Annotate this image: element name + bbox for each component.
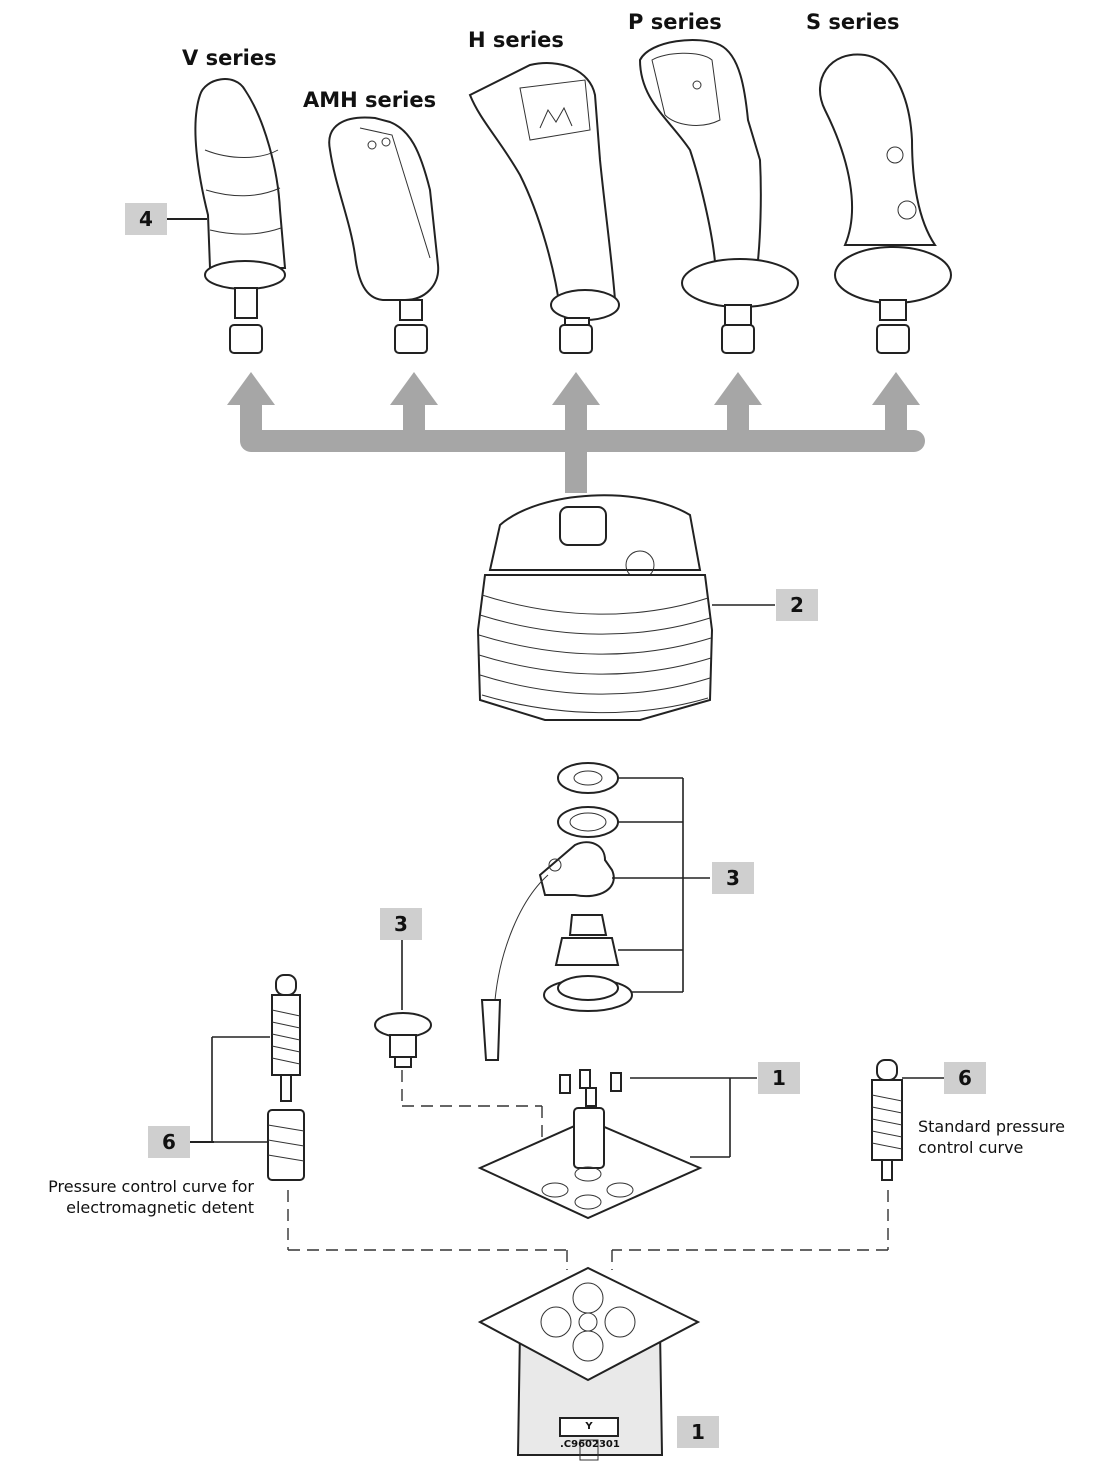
top-plate: [477, 1069, 757, 1220]
h-series-title: H series: [468, 28, 564, 52]
callout-curve-left-leader: [190, 1141, 214, 1143]
em-detent-curve-note-line2: electromagnetic detent: [66, 1198, 254, 1217]
s-series-handle: [819, 53, 952, 354]
callout-handle: 4: [125, 203, 167, 235]
pushbutton-part: [374, 940, 543, 1145]
em-detent-curve-note-line1: Pressure control curve for: [48, 1177, 254, 1196]
p-series-handle: [638, 39, 799, 354]
p-series-title: P series: [628, 10, 722, 34]
callout-curve-left: 6: [148, 1126, 190, 1158]
em-detent-curve-note: Pressure control curve for electromagnet…: [10, 1176, 254, 1218]
rubber-boot: [476, 494, 775, 721]
standard-curve-note-line1: Standard pressure: [918, 1117, 1065, 1136]
pressure-control-curves: [211, 974, 944, 1270]
callout-plate: 1: [758, 1062, 800, 1094]
callout-pushbutton: 3: [380, 908, 422, 940]
v-series-handle: [194, 78, 287, 354]
s-series-title: S series: [806, 10, 900, 34]
base-marking-label: Y .C9602301: [560, 1421, 620, 1450]
h-series-handle: [468, 62, 620, 354]
callout-boot: 2: [776, 589, 818, 621]
standard-curve-note: Standard pressure control curve: [918, 1116, 1065, 1158]
base-valve-body: [477, 1266, 701, 1461]
amh-series-handle: [328, 116, 440, 354]
callout-mount-kit: 3: [712, 862, 754, 894]
mounting-kit: [480, 762, 710, 1061]
v-series-title: V series: [182, 46, 277, 70]
callout-base: 1: [677, 1416, 719, 1448]
standard-curve-note-line2: control curve: [918, 1138, 1024, 1157]
distribution-arrows: [227, 372, 925, 493]
amh-series-title: AMH series: [303, 88, 437, 112]
callout-curve-right: 6: [944, 1062, 986, 1094]
callout-handle-leader: [167, 218, 207, 220]
